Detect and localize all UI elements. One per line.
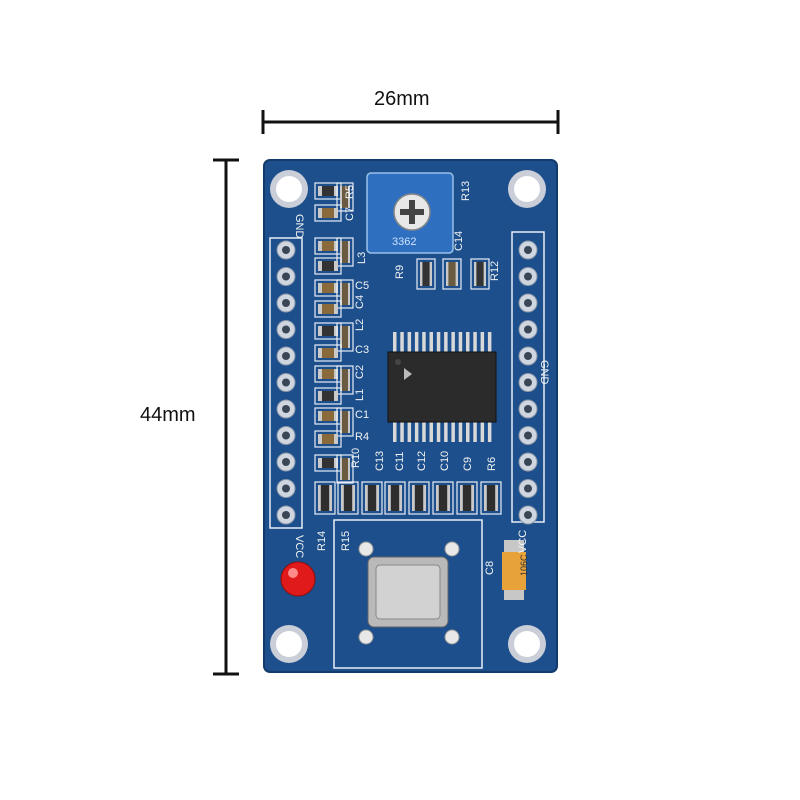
smd-part — [314, 257, 342, 275]
label-r5: R5 — [344, 185, 356, 199]
left-pin-header-outline — [269, 237, 303, 529]
label-l2: L2 — [354, 319, 366, 331]
label-r12: R12 — [489, 261, 501, 281]
smd-part — [442, 258, 462, 290]
smd-part — [314, 481, 336, 515]
header-pin — [518, 293, 538, 313]
label-c7: C7 — [344, 207, 356, 221]
smd-part — [336, 407, 354, 437]
smd-part — [408, 481, 430, 515]
label-c3: C3 — [355, 344, 369, 356]
header-pin — [276, 452, 296, 472]
label-c11: C11 — [394, 452, 406, 471]
header-pin — [276, 505, 296, 525]
smd-part — [336, 182, 354, 212]
label-r13: R13 — [460, 181, 472, 201]
header-pin — [276, 399, 296, 419]
crystal-oscillator — [333, 519, 483, 669]
header-pin — [518, 452, 538, 472]
header-pin — [276, 320, 296, 339]
label-l1: L1 — [354, 389, 366, 401]
height-dimension-label: 44mm — [140, 404, 196, 426]
header-pin — [276, 293, 296, 313]
smd-part — [314, 430, 342, 448]
height-dimension-line — [213, 158, 239, 676]
smd-part — [314, 204, 342, 222]
trimmer-potentiometer: 3362 — [366, 172, 454, 254]
smd-part — [432, 481, 454, 515]
header-pin — [518, 426, 538, 445]
label-c1: C1 — [355, 409, 369, 421]
smd-part — [361, 481, 383, 515]
header-pin — [276, 240, 296, 260]
label-r10: R10 — [350, 448, 362, 468]
smd-part — [314, 344, 342, 362]
header-pin — [518, 399, 538, 419]
label-vcc-left: VCC — [293, 535, 305, 558]
header-pin — [276, 373, 296, 392]
mounting-hole — [270, 625, 308, 663]
label-gnd-left: GND — [293, 214, 305, 239]
dds-chip — [387, 332, 497, 442]
tantalum-marking: 106C — [519, 554, 529, 576]
label-r4: R4 — [355, 431, 369, 443]
mounting-hole — [508, 170, 546, 208]
label-c10: C10 — [439, 451, 451, 471]
label-r9: R9 — [394, 265, 406, 279]
smd-components — [314, 182, 502, 515]
label-l3: L3 — [356, 252, 368, 264]
label-c13: C13 — [374, 451, 386, 471]
width-dimension-label: 26mm — [374, 88, 430, 110]
header-pin — [518, 320, 538, 339]
smd-part — [314, 300, 342, 318]
header-pin — [518, 240, 538, 260]
header-pin — [518, 346, 538, 366]
smd-part — [336, 454, 354, 484]
pot-marking: 3362 — [392, 236, 416, 248]
label-r6: R6 — [486, 457, 498, 471]
label-c5: C5 — [355, 280, 369, 292]
mounting-hole — [508, 625, 546, 663]
smd-part — [337, 481, 359, 515]
smd-part — [336, 322, 354, 352]
right-pin-header — [518, 240, 538, 525]
red-led — [280, 561, 316, 597]
width-dimension-line — [261, 110, 560, 134]
smd-part — [416, 258, 436, 290]
header-pin — [276, 346, 296, 366]
header-pin — [518, 505, 538, 525]
label-c8: C8 — [484, 561, 496, 575]
left-pin-header — [276, 240, 296, 525]
label-gnd-right: GND — [538, 360, 550, 385]
label-vcc-right: VCC — [517, 530, 529, 553]
tantalum-capacitor: 106C — [502, 540, 529, 600]
label-c14: C14 — [453, 231, 465, 251]
smd-part — [314, 387, 342, 405]
smd-part — [336, 365, 354, 395]
header-pin — [276, 267, 296, 286]
label-r14: R14 — [316, 531, 328, 551]
smd-part — [456, 481, 478, 515]
label-c9: C9 — [462, 457, 474, 471]
label-c4: C4 — [354, 295, 366, 309]
smd-part — [480, 481, 502, 515]
smd-part — [384, 481, 406, 515]
label-c12: C12 — [416, 451, 428, 471]
smd-part — [336, 279, 354, 309]
header-pin — [276, 479, 296, 498]
header-pin — [518, 479, 538, 498]
smd-part — [336, 237, 354, 267]
mounting-hole — [270, 170, 308, 208]
smd-part — [470, 258, 490, 290]
label-r15: R15 — [340, 531, 352, 551]
header-pin — [276, 426, 296, 445]
label-c2: C2 — [354, 365, 366, 379]
header-pin — [518, 267, 538, 286]
header-pin — [518, 373, 538, 392]
